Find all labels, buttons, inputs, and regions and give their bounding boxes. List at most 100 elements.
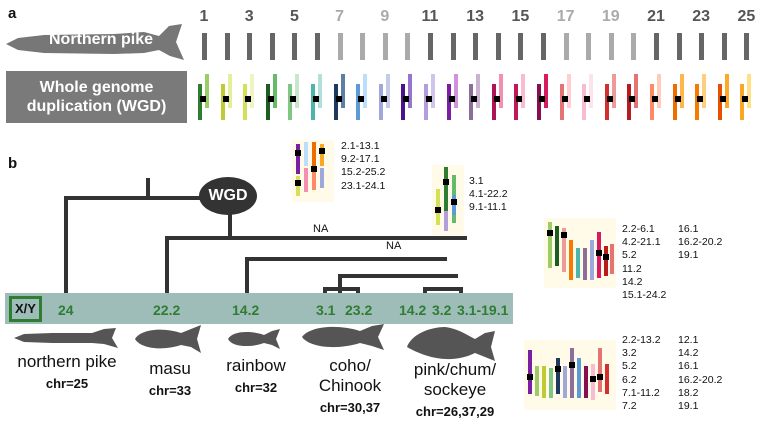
xy-label: X/Y (9, 296, 42, 322)
wgd-chromosome-bar (198, 84, 202, 120)
wgd-chromosome-bar (356, 84, 361, 120)
centromere-marker (267, 96, 274, 102)
centromere-marker (629, 96, 636, 102)
tree-branch (245, 257, 447, 261)
wgd-chromosome-bar (431, 74, 435, 108)
tree-branch (338, 274, 342, 296)
chromosome-number: 11 (421, 8, 439, 25)
chromosome-number: 15 (511, 8, 530, 25)
wgd-chromosome-bar (702, 74, 707, 108)
species-name: masu (149, 359, 191, 378)
node-value: 3.1 (316, 302, 336, 318)
species-name: coho/ (329, 356, 371, 375)
pike-chromosome-bar (563, 33, 569, 60)
node-value: 3.1-19.1 (457, 302, 509, 318)
pike-chromosome-bar (360, 33, 366, 60)
sex-chromosome-band (5, 293, 513, 324)
pike-chromosome-bar (269, 33, 275, 60)
species-chr: chr=32 (234, 380, 278, 395)
species-rainbow: rainbow chr=32 (214, 356, 298, 398)
wgd-chromosome-bar (378, 84, 383, 120)
panel-a-label: a (8, 5, 17, 22)
chromosome-number: 9 (380, 8, 390, 25)
node-value: 14.2 (399, 302, 427, 318)
centromere-marker (448, 96, 455, 102)
species-name-2: sockeye (423, 380, 487, 399)
wgd-chromosome-bar (559, 84, 564, 120)
pike-chromosome-bar (586, 33, 592, 60)
species-chr: chr=26,37,29 (415, 404, 495, 419)
wgd-chromosome-bar (717, 84, 722, 120)
node-value: 23.2 (345, 302, 373, 318)
centromere-marker (516, 96, 523, 102)
wgd-chromosome-bar (424, 84, 428, 120)
wgd-chromosome-bar (514, 84, 519, 120)
wgd-chromosome-bar (363, 74, 368, 108)
centromere-marker (358, 96, 365, 102)
centromere-marker (380, 96, 387, 102)
tree-root (146, 178, 150, 198)
panel-b-label: b (8, 155, 18, 172)
species-chr: chr=30,37 (319, 400, 381, 415)
node-value: 24 (58, 302, 74, 318)
tree-branch (338, 274, 458, 278)
masu-fusion-inset (292, 140, 334, 202)
pike-label: Northern pike (48, 31, 153, 48)
pike-chromosome-bar (337, 33, 343, 60)
pike-chromosome-bar (518, 33, 524, 60)
coho-fusion-inset (544, 218, 616, 288)
species-chr: chr=33 (148, 383, 192, 398)
wgd-chromosome-bar (521, 74, 526, 108)
chromosome-number: 7 (335, 8, 345, 25)
chromosome-number: 17 (556, 8, 575, 25)
wgd-chromosome-bar (205, 74, 209, 108)
species-name: pink/chum/ (413, 360, 497, 379)
pike-chromosome-bar (654, 33, 659, 60)
rainbow-fusion-inset (432, 165, 464, 235)
pink-fusion-labels-col2: 12.1 14.2 16.1 16.2-20.2 18.2 19.1 (678, 334, 723, 413)
pike-chromosome-bar (676, 33, 682, 60)
chromosome-number: 25 (737, 8, 756, 25)
pink-salmon-icon (407, 327, 495, 361)
wgd-label-line2: duplication (WGD) (26, 98, 167, 115)
species-northern-pike: northern pike chr=25 (2, 352, 132, 394)
pike-chromosome-bar (292, 33, 298, 60)
species-name: rainbow (226, 356, 286, 375)
centromere-marker (245, 96, 252, 102)
wgd-chromosome-bar (740, 84, 745, 120)
pike-chromosome-bar (382, 33, 388, 60)
tree-branch (356, 287, 360, 296)
northern-pike-icon (14, 328, 118, 348)
wgd-chromosome-bar (537, 84, 541, 120)
pike-chromosome-bar (699, 33, 705, 60)
wgd-chromosome-bar (227, 74, 232, 108)
centromere-marker (290, 96, 297, 102)
pink-fusion-labels-col1: 2.2-13.2 3.2 5.2 6.2 7.1-11.2 7.2 (622, 334, 661, 413)
tree-branch-pike (64, 196, 68, 296)
pike-chromosome-bar (247, 33, 253, 60)
centromere-marker (222, 96, 229, 102)
chromosome-number: 23 (692, 8, 711, 25)
wgd-chromosome-bar (611, 74, 616, 108)
wgd-chromosome-bar (272, 74, 277, 108)
tree-branch (323, 287, 327, 296)
centromere-marker (719, 96, 726, 102)
wgd-chromosome-bar (650, 84, 654, 120)
node-value: 22.2 (153, 302, 181, 318)
pike-chromosome-bar (202, 33, 207, 60)
wgd-chromosome-bar (672, 84, 677, 120)
wgd-chromosome-bar (311, 84, 315, 120)
wgd-chromosome-bar (385, 74, 390, 108)
wgd-chromosome-bar (747, 74, 752, 108)
pike-chromosome-bar (405, 33, 411, 60)
pike-chromosome-bar (721, 33, 727, 60)
centromere-marker (584, 96, 591, 102)
wgd-chromosome-bar (657, 74, 661, 108)
node-value: 14.2 (232, 302, 260, 318)
centromere-marker (652, 96, 658, 102)
wgd-chromosome-bar (453, 74, 458, 108)
wgd-chromosome-bar (295, 74, 300, 108)
centromere-marker (697, 96, 704, 102)
rainbow-fusion-labels: 3.1 4.1-22.2 9.1-11.1 (469, 175, 508, 214)
